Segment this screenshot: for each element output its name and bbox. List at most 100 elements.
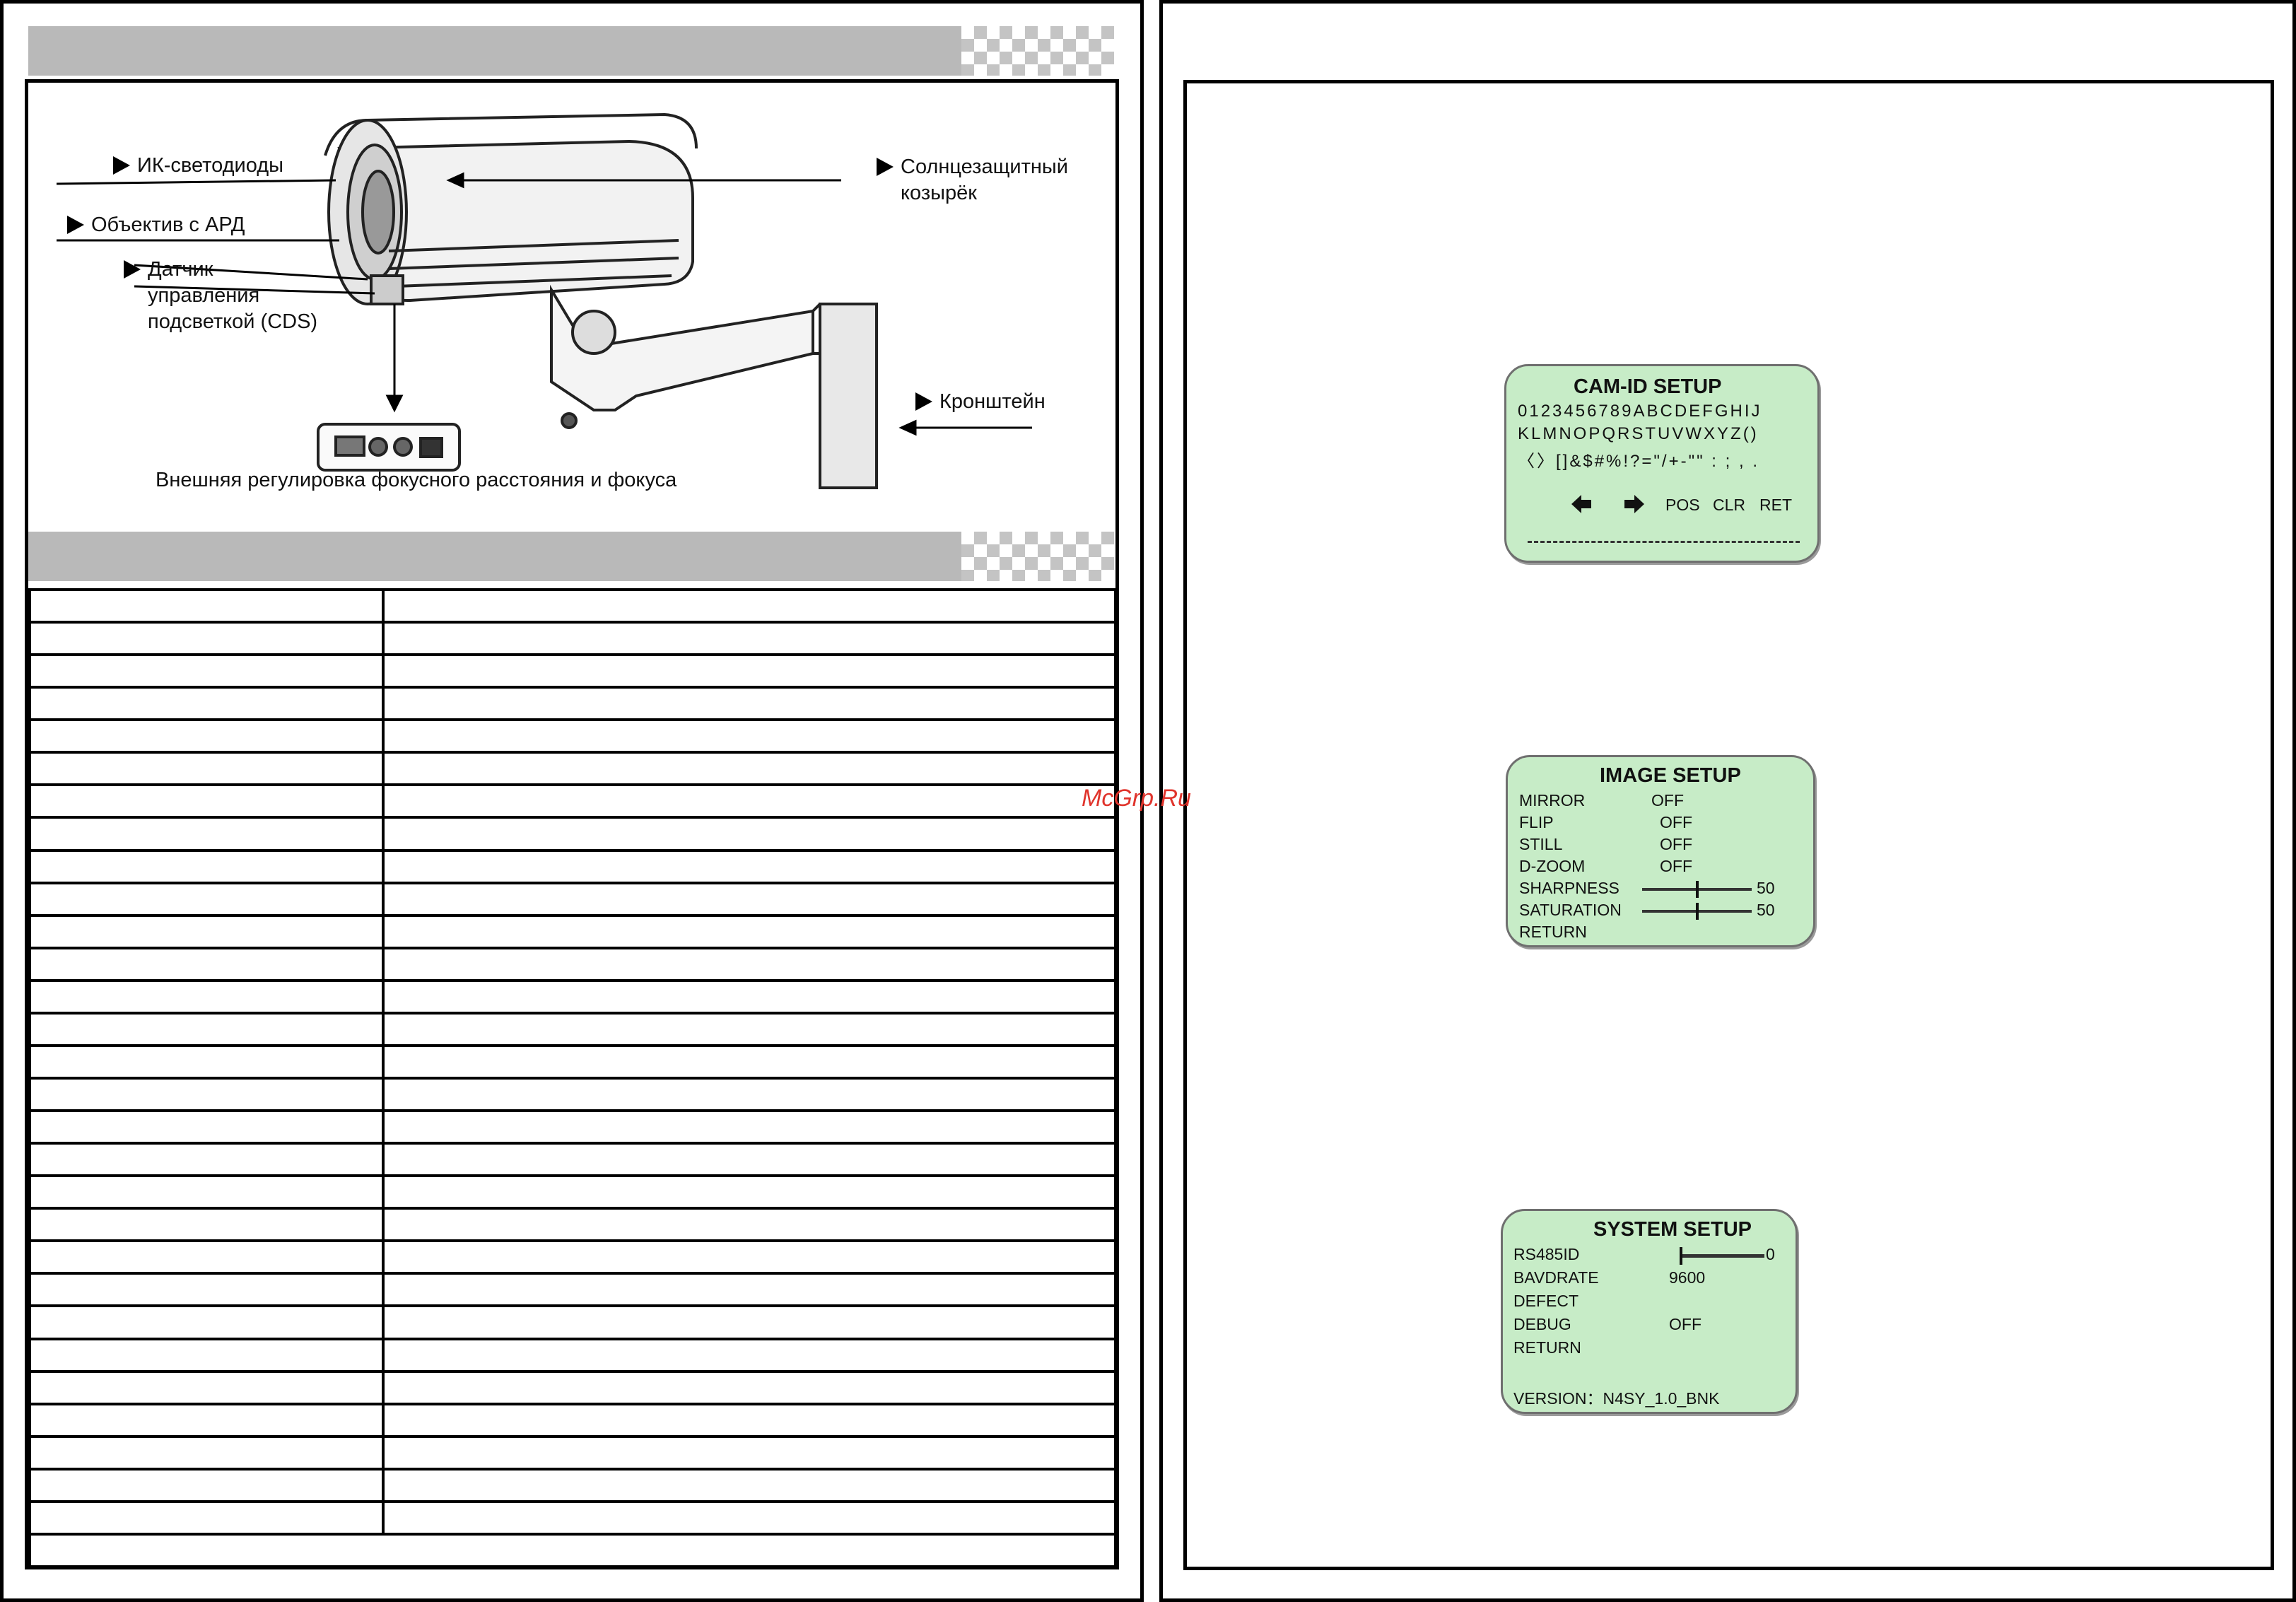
version-text: VERSION：N4SY_1.0_BNK (1513, 1389, 1720, 1408)
menu-item-return[interactable]: RETURN (1513, 1338, 1581, 1357)
table-row (28, 1536, 1117, 1568)
table-row (28, 1015, 1117, 1047)
sharpness-slider-knob[interactable] (1695, 881, 1699, 898)
diagram-caption: Внешняя регулировка фокусного расстояния… (156, 469, 677, 491)
saturation-value: 50 (1757, 901, 1775, 919)
label-lens-text: Объектив с АРД (91, 214, 245, 236)
cam-id-input-line[interactable] (1528, 541, 1800, 543)
label-sunshield-line2: козырёк (901, 182, 977, 204)
label-sensor-line3: подсветкой (CDS) (148, 310, 318, 333)
label-ir-leds-text: ИК-светодиоды (137, 154, 283, 177)
pointer-arrow-icon (124, 260, 141, 279)
saturation-slider[interactable] (1642, 903, 1752, 920)
menu-item-saturation[interactable]: SATURATION (1519, 901, 1622, 919)
arrow-right-icon[interactable] (1623, 493, 1646, 515)
table-row (28, 949, 1117, 982)
label-bracket-text: Кронштейн (939, 390, 1046, 413)
spec-table (28, 588, 1117, 1568)
menu-item-d-zoom[interactable]: D-ZOOM (1519, 857, 1586, 875)
table-row (28, 1340, 1117, 1373)
still-value: OFF (1660, 835, 1692, 853)
right-page (1159, 0, 2296, 1602)
cam-id-setup-title: CAM-ID SETUP (1574, 375, 1722, 398)
table-row (28, 1080, 1117, 1113)
table-row (28, 786, 1117, 819)
charset-row-1[interactable]: 0123456789ABCDEFGHIJ (1518, 402, 1762, 421)
table-row (28, 917, 1117, 949)
cam-id-setup-panel: CAM-ID SETUP 0123456789ABCDEFGHIJ KLMNOP… (1504, 364, 1820, 563)
table-row (28, 1405, 1117, 1438)
rs485id-slider[interactable] (1680, 1247, 1764, 1265)
section-header-bar (28, 26, 961, 76)
clr-button[interactable]: CLR (1713, 496, 1746, 514)
table-row (28, 754, 1117, 787)
arrow-left-icon[interactable] (1570, 493, 1593, 515)
checker-pattern (961, 532, 1114, 581)
table-row (28, 1373, 1117, 1405)
menu-item-return[interactable]: RETURN (1519, 923, 1587, 941)
table-row (28, 852, 1117, 884)
right-content-frame (1183, 80, 2274, 1570)
charset-row-3[interactable]: 〈〉[]&$#%!?="/+-"" : ; , . (1518, 452, 1759, 471)
table-row (28, 982, 1117, 1015)
table-border-right (1114, 591, 1117, 1568)
pointer-arrow-icon (67, 216, 84, 234)
table-row (28, 721, 1117, 754)
rs485id-slider-knob[interactable] (1680, 1247, 1682, 1265)
debug-value: OFF (1669, 1315, 1702, 1333)
menu-item-rs485id[interactable]: RS485ID (1513, 1245, 1580, 1263)
flip-value: OFF (1660, 813, 1692, 831)
pointer-arrow-icon (877, 158, 894, 176)
sharpness-slider[interactable] (1642, 881, 1752, 898)
image-setup-title: IMAGE SETUP (1600, 764, 1741, 787)
label-sensor-line2: управления (148, 284, 260, 307)
label-bracket: Кронштейн (915, 390, 1046, 414)
camera-housing (317, 112, 878, 489)
image-setup-panel: IMAGE SETUP MIRROR OFF FLIP OFF STILL OF… (1506, 755, 1815, 947)
system-setup-panel: SYSTEM SETUP RS485ID 0 BAVDRATE 9600 DEF… (1501, 1209, 1798, 1414)
section-header-bar (28, 532, 961, 581)
leader-lines (57, 172, 1032, 436)
table-row (28, 624, 1117, 657)
menu-item-debug[interactable]: DEBUG (1513, 1315, 1571, 1333)
menu-item-bavdrate[interactable]: BAVDRATE (1513, 1268, 1599, 1287)
label-sensor: Датчик управления подсветкой (CDS) (124, 257, 317, 335)
menu-item-still[interactable]: STILL (1519, 835, 1563, 853)
table-row (28, 1047, 1117, 1080)
rs485id-value: 0 (1766, 1245, 1775, 1263)
menu-item-mirror[interactable]: MIRROR (1519, 791, 1586, 809)
table-row (28, 1471, 1117, 1503)
pos-button[interactable]: POS (1665, 496, 1700, 514)
label-sunshield-line1: Солнцезащитный (901, 156, 1068, 178)
label-sensor-line1: Датчик (148, 258, 213, 281)
camera-diagram (57, 112, 1032, 489)
pointer-arrow-icon (113, 156, 130, 175)
ret-button[interactable]: RET (1759, 496, 1792, 514)
watermark: McGrp.Ru (1082, 785, 1191, 812)
table-row (28, 819, 1117, 852)
label-sunshield: Солнцезащитный козырёк (877, 154, 1068, 206)
table-row (28, 1112, 1117, 1145)
table-row (28, 656, 1117, 689)
sharpness-value: 50 (1757, 879, 1775, 897)
menu-item-defect[interactable]: DEFECT (1513, 1292, 1578, 1310)
charset-row-2[interactable]: KLMNOPQRSTUVWXYZ() (1518, 424, 1759, 443)
table-column-divider (382, 591, 385, 1536)
saturation-slider-knob[interactable] (1695, 903, 1699, 920)
left-page (0, 0, 1144, 1602)
menu-item-flip[interactable]: FLIP (1519, 813, 1554, 831)
mirror-value: OFF (1651, 791, 1684, 809)
table-row (28, 1307, 1117, 1340)
table-row (28, 1275, 1117, 1308)
label-ir-leds: ИК-светодиоды (113, 154, 283, 177)
table-row (28, 1438, 1117, 1471)
checker-pattern (961, 26, 1114, 76)
pointer-arrow-icon (915, 392, 932, 411)
bavdrate-value: 9600 (1669, 1268, 1706, 1287)
table-row (28, 1503, 1117, 1536)
table-row (28, 689, 1117, 722)
table-row (28, 591, 1117, 624)
table-row (28, 1242, 1117, 1275)
system-setup-title: SYSTEM SETUP (1593, 1218, 1752, 1241)
menu-item-sharpness[interactable]: SHARPNESS (1519, 879, 1620, 897)
